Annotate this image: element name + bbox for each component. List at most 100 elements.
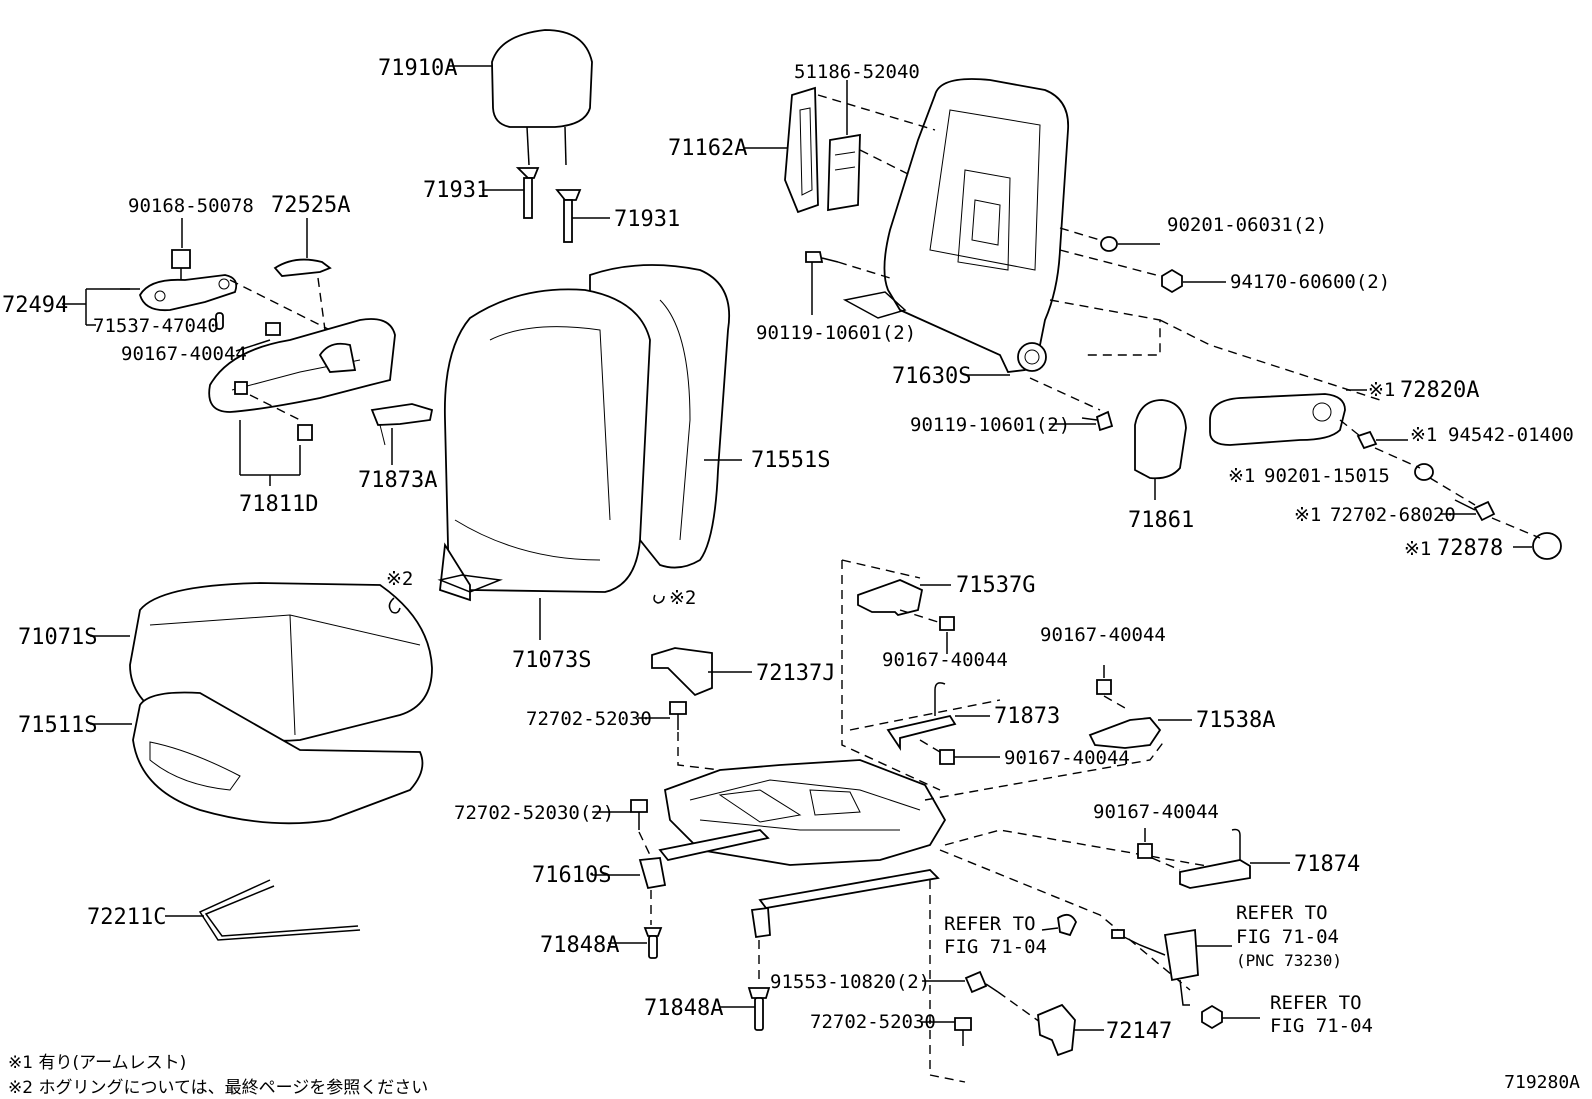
label-71551S: 71551S xyxy=(751,448,830,473)
bolt-part xyxy=(1081,410,1114,432)
refer-1-line-2: FIG 71-04 xyxy=(944,936,1047,958)
hog-ring-part xyxy=(388,597,401,614)
label-72702-52030-c: 72702-52030 xyxy=(810,1011,936,1033)
seat-cushion-pad-part xyxy=(132,691,424,825)
screw-part xyxy=(1137,843,1153,859)
label-72702-52030-b: 72702-52030(2) xyxy=(454,802,614,824)
bolt-part xyxy=(669,701,687,730)
mark-1-72702: ※1 xyxy=(1294,504,1321,526)
bolt-part xyxy=(805,251,839,263)
seatback-frame-part xyxy=(842,78,1069,373)
refer-2-line-2: FIG 71-04 xyxy=(1236,926,1339,948)
clip-part xyxy=(1057,913,1077,937)
label-71073S: 71073S xyxy=(512,648,591,673)
label-90201-06031: 90201-06031(2) xyxy=(1167,214,1327,236)
label-94542-01400: 94542-01400 xyxy=(1448,424,1574,446)
clip-part xyxy=(297,424,313,441)
label-91553-10820: 91553-10820(2) xyxy=(770,971,930,993)
armrest-part xyxy=(1209,393,1346,446)
label-71873: 71873 xyxy=(994,704,1060,729)
label-71538A: 71538A xyxy=(1196,708,1275,733)
cap-part xyxy=(1532,532,1562,560)
label-71610S: 71610S xyxy=(532,863,611,888)
bolt-part xyxy=(954,1017,972,1046)
label-90167-40044-e: 90167-40044 xyxy=(1093,801,1219,823)
label-71811D: 71811D xyxy=(239,492,318,517)
label-71162A: 71162A xyxy=(668,136,747,161)
label-90201-15015: 90201-15015 xyxy=(1264,465,1390,487)
pin-part xyxy=(643,927,663,959)
pin-part xyxy=(747,987,771,1031)
screw-part xyxy=(939,616,955,631)
seat-belt-buckle-part xyxy=(1111,928,1199,1006)
cover-bracket-part xyxy=(651,647,713,697)
bracket-part xyxy=(857,579,924,616)
label-94170-60600: 94170-60600(2) xyxy=(1230,271,1390,293)
headrest-support-part xyxy=(555,189,582,243)
bracket-part xyxy=(1037,1003,1076,1057)
mark-1-94542: ※1 xyxy=(1410,424,1437,446)
screw-part xyxy=(1454,499,1496,522)
label-90119-10601-b: 90119-10601(2) xyxy=(910,414,1070,436)
clip-part xyxy=(215,312,224,330)
refer-3-line-1: REFER TO xyxy=(1270,992,1362,1014)
label-90167-40044-d: 90167-40044 xyxy=(1004,747,1130,769)
label-71511S: 71511S xyxy=(18,713,97,738)
support-wire-part xyxy=(198,879,361,941)
lever-part xyxy=(139,274,238,312)
screw-part xyxy=(265,322,281,336)
label-71071S: 71071S xyxy=(18,625,97,650)
label-71873A: 71873A xyxy=(358,468,437,493)
label-71931-b: 71931 xyxy=(614,207,680,232)
label-71861: 71861 xyxy=(1128,508,1194,533)
label-71931-a: 71931 xyxy=(423,178,489,203)
screw-part xyxy=(939,749,955,765)
washer-part xyxy=(1100,236,1118,252)
label-72147: 72147 xyxy=(1106,1019,1172,1044)
seat-track-part xyxy=(638,829,940,939)
screw-part xyxy=(171,249,191,280)
refer-2-line-1: REFER TO xyxy=(1236,902,1328,924)
seatback-cover-part xyxy=(437,288,651,602)
label-90119-10601-a: 90119-10601(2) xyxy=(756,322,916,344)
label-72211C: 72211C xyxy=(87,905,166,930)
bolt-part xyxy=(630,799,648,830)
label-51186-52040: 51186-52040 xyxy=(794,61,920,83)
bracket-part xyxy=(370,403,434,446)
label-90167-40044-c: 90167-40044 xyxy=(1040,624,1166,646)
bracket-part xyxy=(886,682,957,751)
label-72525A: 72525A xyxy=(271,193,350,218)
nut-part xyxy=(1201,1004,1223,1030)
label-71630S: 71630S xyxy=(892,364,971,389)
nut-part xyxy=(1161,268,1183,294)
airbag-bracket-part xyxy=(784,86,819,214)
label-72137J: 72137J xyxy=(756,661,835,686)
label-71537G: 71537G xyxy=(956,573,1035,598)
headrest-part xyxy=(491,29,593,166)
mark-1-72820A: ※1 xyxy=(1368,379,1395,401)
bracket-part xyxy=(1179,828,1251,889)
mark-1-90201: ※1 xyxy=(1228,465,1255,487)
recliner-knob-part xyxy=(1134,399,1187,480)
label-72702-52030-a: 72702-52030 xyxy=(526,708,652,730)
bolt-part xyxy=(964,970,999,994)
refer-1-line-1: REFER TO xyxy=(944,913,1036,935)
label-90168-50078: 90168-50078 xyxy=(128,195,254,217)
side-shield-part xyxy=(208,318,396,413)
refer-2-line-3: (PNC 73230) xyxy=(1236,951,1342,970)
figure-id: 719280A xyxy=(1504,1072,1580,1093)
mark-2-b: ※2 xyxy=(669,587,696,609)
label-72494: 72494 xyxy=(2,293,68,318)
mark-2-a: ※2 xyxy=(386,568,413,590)
footnote-2: ※2 ホグリングについては、最終ページを参照ください xyxy=(8,1078,429,1098)
label-90167-40044-a: 90167-40044 xyxy=(121,343,247,365)
refer-3-line-2: FIG 71-04 xyxy=(1270,1015,1373,1037)
hog-ring-part xyxy=(653,594,665,604)
knob-part xyxy=(273,258,332,277)
label-71848A-a: 71848A xyxy=(540,933,619,958)
side-airbag-part xyxy=(827,133,861,212)
label-72878: 72878 xyxy=(1437,536,1503,561)
bracket-part xyxy=(1088,717,1162,749)
